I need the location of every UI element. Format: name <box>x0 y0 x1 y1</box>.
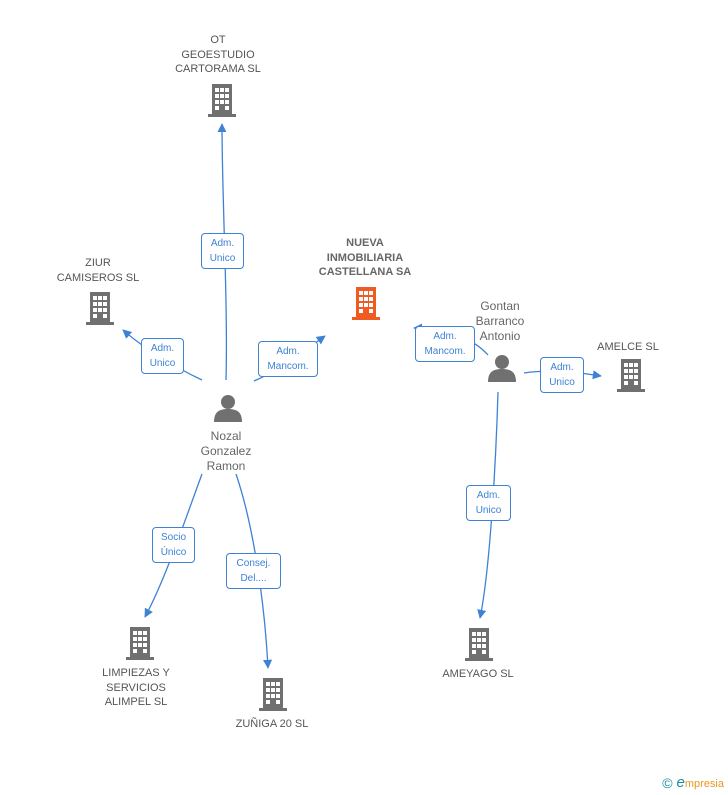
company-label-limpiezas[interactable]: LIMPIEZAS Y SERVICIOS ALIMPEL SL <box>102 667 170 708</box>
empresia-logo[interactable]: © empresia <box>662 774 724 791</box>
edge-label-nozal-ziur[interactable]: Adm. Unico <box>141 338 184 374</box>
company-label-nueva[interactable]: NUEVA INMOBILIARIA CASTELLANA SA <box>318 237 412 278</box>
building-icon[interactable] <box>465 628 493 661</box>
company-label-amelce[interactable]: AMELCE SL <box>597 341 659 353</box>
building-icon[interactable] <box>208 84 236 117</box>
building-icon[interactable] <box>259 678 287 711</box>
person-label-nozal[interactable]: Nozal Gonzalez Ramon <box>200 429 252 473</box>
person-icon[interactable] <box>488 355 516 382</box>
brand-name: empresia <box>676 774 724 791</box>
building-icon[interactable] <box>352 287 380 320</box>
edge-label-nozal-limpiezas[interactable]: Socio Único <box>152 527 195 563</box>
company-label-ameyago[interactable]: AMEYAGO SL <box>442 668 514 680</box>
copyright-icon: © <box>662 774 673 791</box>
edge-label-nozal-zuniga[interactable]: Consej. Del.... <box>226 553 281 589</box>
building-icon[interactable] <box>86 292 114 325</box>
company-label-ot[interactable]: OT GEOESTUDIO CARTORAMA SL <box>175 34 261 75</box>
edge-label-gontan-nueva[interactable]: Adm. Mancom. <box>415 326 475 362</box>
edge-label-nozal-nueva[interactable]: Adm. Mancom. <box>258 341 318 377</box>
company-label-zuniga[interactable]: ZUÑIGA 20 SL <box>235 718 309 730</box>
company-label-ziur[interactable]: ZIUR CAMISEROS SL <box>56 257 140 284</box>
edge-label-nozal-ot[interactable]: Adm. Unico <box>201 233 244 269</box>
person-icon[interactable] <box>214 395 242 422</box>
edge-label-gontan-amelce[interactable]: Adm. Unico <box>540 357 584 393</box>
building-icon[interactable] <box>126 627 154 660</box>
building-icon[interactable] <box>617 359 645 392</box>
person-label-gontan[interactable]: Gontan Barranco Antonio <box>475 299 525 343</box>
edge-label-gontan-ameyago[interactable]: Adm. Unico <box>466 485 511 521</box>
